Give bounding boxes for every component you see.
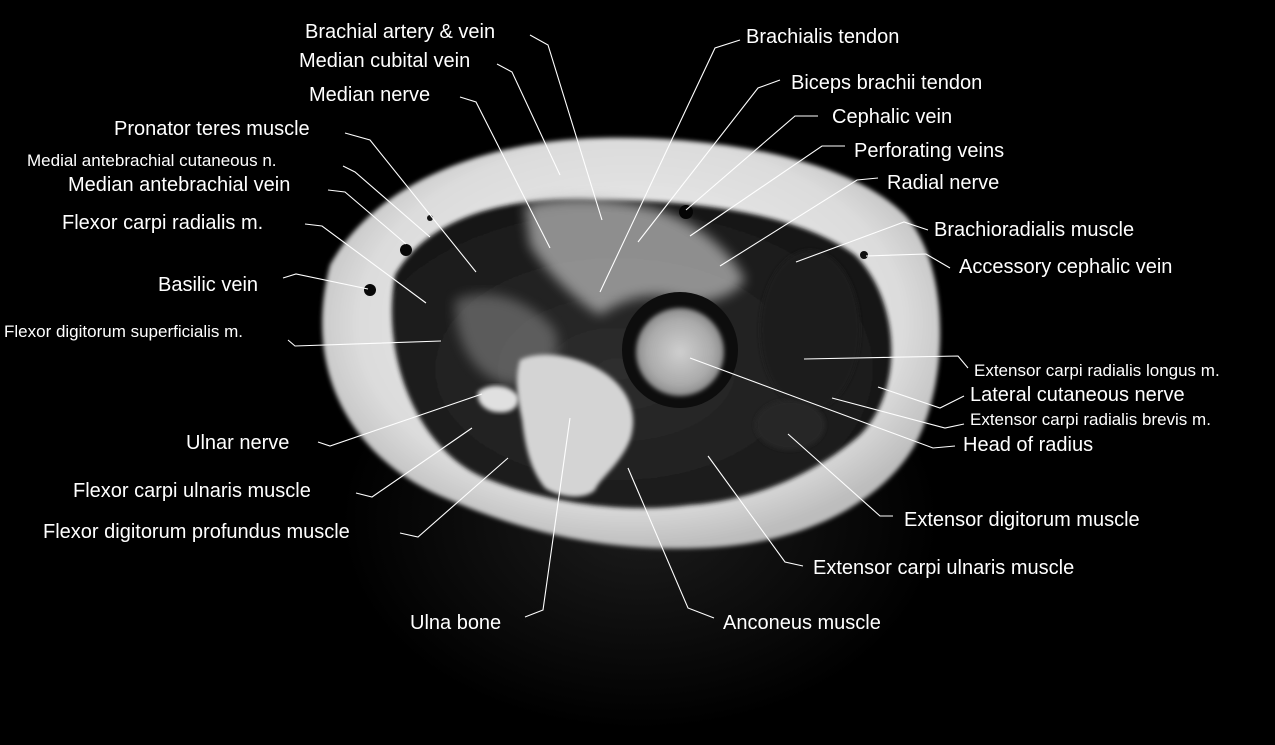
labels: Brachial artery & vein Median cubital ve… xyxy=(4,21,1220,634)
label-median-antebrachial-vein: Median antebrachial vein xyxy=(68,174,290,196)
leader-brachioradialis xyxy=(795,221,929,263)
leader-perforating-veins xyxy=(689,145,845,237)
label-flexor-digitorum-superficialis: Flexor digitorum superficialis m. xyxy=(4,322,243,341)
label-brachioradialis: Brachioradialis muscle xyxy=(934,219,1134,241)
label-accessory-cephalic-vein: Accessory cephalic vein xyxy=(959,256,1172,278)
leader-biceps-brachii-tendon xyxy=(637,79,781,243)
label-perforating-veins: Perforating veins xyxy=(854,140,1004,162)
leader-flexor-digitorum-profundus xyxy=(399,457,509,538)
leader-extensor-digitorum xyxy=(787,433,893,517)
leader-median-antebrachial-vein xyxy=(327,189,407,245)
leader-medial-antebrachial-cutaneous xyxy=(342,165,431,238)
basilic-vein-dot xyxy=(364,284,376,296)
leader-lines xyxy=(282,34,969,619)
leader-anconeus xyxy=(627,467,715,619)
leader-basilic-vein xyxy=(282,273,369,290)
label-head-of-radius: Head of radius xyxy=(963,434,1093,456)
leader-radial-nerve xyxy=(719,177,879,267)
label-brachial-artery-vein: Brachial artery & vein xyxy=(305,21,495,43)
label-anconeus: Anconeus muscle xyxy=(723,612,881,634)
label-biceps-brachii-tendon: Biceps brachii tendon xyxy=(791,72,982,94)
leader-cephalic-vein xyxy=(685,115,818,211)
leader-ecr-longus xyxy=(803,355,969,369)
leader-flexor-digitorum-superficialis xyxy=(287,339,442,347)
label-ecr-brevis: Extensor carpi radialis brevis m. xyxy=(970,410,1211,429)
label-ecr-longus: Extensor carpi radialis longus m. xyxy=(974,361,1220,380)
leader-flexor-carpi-ulnaris xyxy=(355,427,473,498)
label-cephalic-vein: Cephalic vein xyxy=(832,106,952,128)
anterior-tendon-region xyxy=(525,198,745,315)
leader-ulnar-nerve xyxy=(317,393,483,447)
leader-median-nerve xyxy=(459,96,551,249)
leader-ulna-bone xyxy=(524,417,571,618)
leader-ecr-brevis xyxy=(831,397,965,429)
label-pronator-teres: Pronator teres muscle xyxy=(114,118,310,140)
leader-accessory-cephalic-vein xyxy=(865,253,951,269)
leader-median-cubital-vein xyxy=(496,63,561,176)
ulnar-nerve-region xyxy=(477,385,519,413)
label-ulna-bone: Ulna bone xyxy=(410,612,501,634)
label-median-cubital-vein: Median cubital vein xyxy=(299,50,470,72)
label-flexor-carpi-ulnaris: Flexor carpi ulnaris muscle xyxy=(73,480,311,502)
label-basilic-vein: Basilic vein xyxy=(158,274,258,296)
lateral-muscle-shape xyxy=(760,250,860,410)
radius-head-marrow xyxy=(636,308,724,396)
label-extensor-carpi-ulnaris: Extensor carpi ulnaris muscle xyxy=(813,557,1074,579)
leader-brachialis-tendon xyxy=(599,39,741,293)
label-median-nerve: Median nerve xyxy=(309,84,430,106)
label-lateral-cutaneous-nerve: Lateral cutaneous nerve xyxy=(970,384,1185,406)
label-extensor-digitorum: Extensor digitorum muscle xyxy=(904,509,1140,531)
leader-lateral-cutaneous-nerve xyxy=(877,386,965,409)
leader-pronator-teres xyxy=(344,132,477,273)
label-flexor-digitorum-profundus: Flexor digitorum profundus muscle xyxy=(43,521,350,543)
leader-head-of-radius xyxy=(689,357,956,449)
leader-brachial-artery-vein xyxy=(529,34,603,221)
label-medial-antebrachial-cutaneous: Medial antebrachial cutaneous n. xyxy=(27,151,277,170)
leader-flexor-carpi-radialis xyxy=(304,223,427,304)
label-flexor-carpi-radialis: Flexor carpi radialis m. xyxy=(62,212,263,234)
ulna-shape xyxy=(516,354,634,497)
label-radial-nerve: Radial nerve xyxy=(887,172,999,194)
label-brachialis-tendon: Brachialis tendon xyxy=(746,26,899,48)
median-antebrachial-vein-dot xyxy=(400,244,412,256)
label-ulnar-nerve: Ulnar nerve xyxy=(186,432,289,454)
cephalic-vein-dot xyxy=(679,205,693,219)
leader-extensor-carpi-ulnaris xyxy=(707,455,804,567)
accessory-cephalic-vein-dot xyxy=(860,251,868,259)
posterior-muscle-shape xyxy=(755,400,825,450)
